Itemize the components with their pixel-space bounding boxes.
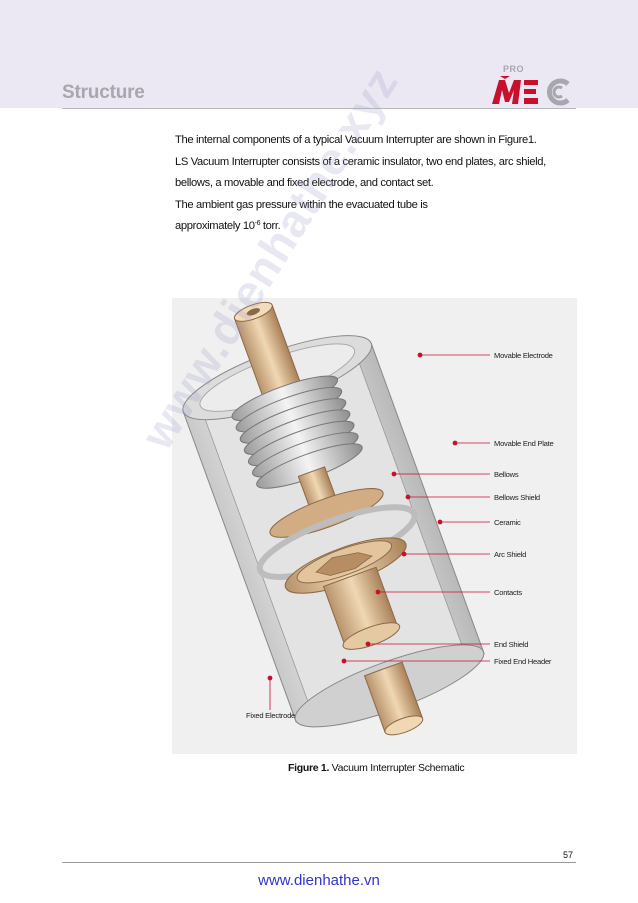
logo-mec-mark <box>492 76 570 106</box>
callout-arc-shield: Arc Shield <box>494 550 527 559</box>
callout-bellows: Bellows <box>494 470 519 479</box>
footer-divider <box>62 862 576 863</box>
callout-movable-end-plate: Movable End Plate <box>494 439 554 448</box>
logo-pro-text: PRO <box>503 64 525 74</box>
figure-caption-text: Vacuum Interrupter Schematic <box>329 762 465 774</box>
footer-url-link[interactable]: www.dienhathe.vn <box>258 872 380 889</box>
callout-fixed-end-header: Fixed End Header <box>494 657 552 666</box>
intro-line-3: bellows, a movable and fixed electrode, … <box>175 177 434 189</box>
promec-logo: PRO <box>490 64 580 106</box>
header-divider <box>62 108 576 109</box>
callout-contacts: Contacts <box>494 588 522 597</box>
section-title: Structure <box>62 82 145 103</box>
page-number: 57 <box>563 850 574 860</box>
callout-bellows-shield: Bellows Shield <box>494 493 540 502</box>
intro-line-4: The ambient gas pressure within the evac… <box>175 198 428 211</box>
interrupter-illustration <box>182 301 490 736</box>
vacuum-interrupter-figure: Movable Electrode Movable End Plate Bell… <box>172 298 577 754</box>
figure-caption-label: Figure 1. <box>288 762 330 774</box>
intro-line-1: The internal components of a typical Vac… <box>175 134 537 146</box>
callout-fixed-electrode: Fixed Electrode <box>246 711 296 720</box>
callout-ceramic: Ceramic <box>494 518 521 527</box>
pressure-suffix: torr. <box>260 220 281 232</box>
callout-end-shield: End Shield <box>494 640 529 649</box>
intro-line-2: LS Vacuum Interrupter consists of a cera… <box>175 155 546 168</box>
intro-line-5: approximately 10-6 torr. <box>175 216 575 238</box>
figure-caption: Figure 1. Vacuum Interrupter Schematic <box>288 762 465 774</box>
pressure-exponent: -6 <box>254 220 261 227</box>
callout-movable-electrode: Movable Electrode <box>494 351 553 360</box>
intro-paragraph: The internal components of a typical Vac… <box>175 130 575 238</box>
pressure-prefix: approximately 10 <box>175 220 255 232</box>
